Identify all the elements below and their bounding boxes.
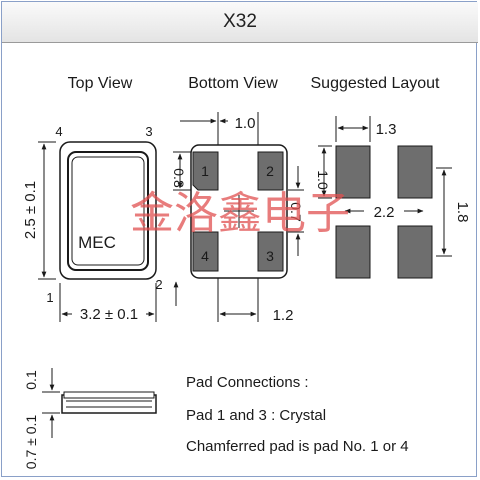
bottom-pad-2-label: 2 (266, 163, 274, 179)
bottom-pad-3 (257, 231, 284, 272)
layout-gap-dim: 2.2 (374, 204, 395, 221)
top-view-marking: MEC (78, 233, 116, 252)
bottom-pitch-bottom-dim: 1.2 (273, 307, 294, 324)
bottom-pitch-top-dim: 1.0 (235, 115, 256, 132)
bottom-view-heading: Bottom View (188, 75, 278, 92)
layout-pad-top-left (335, 145, 371, 199)
bottom-view: 1 2 4 3 1.0 0.8 0.7 1.2 (171, 112, 304, 324)
pad-connections-line-2: Chamferred pad is pad No. 1 or 4 (186, 438, 409, 455)
layout-pad-bottom-left (335, 225, 371, 279)
suggested-layout: 1.3 1.0 2.2 1.8 (315, 116, 471, 279)
top-view-lid (67, 151, 149, 271)
top-pin-1: 1 (46, 290, 53, 305)
title-bar: X32 (2, 2, 478, 43)
top-view: MEC 4 3 1 2 2.5 ± 0.1 3.2 ± 0.1 (22, 124, 163, 324)
top-height-dim: 2.5 ± 0.1 (22, 181, 39, 239)
side-view: 0.1 0.7 ± 0.1 (23, 368, 157, 470)
bottom-pad-2 (257, 151, 284, 191)
top-view-heading: Top View (68, 75, 133, 92)
bottom-pad-4-label: 4 (201, 248, 209, 264)
bottom-pad-1-label: 1 (201, 163, 209, 179)
bottom-pad-gap-dim: 0.7 (288, 202, 304, 222)
side-thickness-top-dim: 0.1 (23, 370, 39, 390)
layout-pad-top-right (397, 145, 433, 199)
top-view-lid-inner (71, 156, 145, 266)
top-pin-3: 3 (145, 124, 152, 139)
side-thickness-dim: 0.7 ± 0.1 (23, 415, 39, 470)
side-view-lid (63, 391, 155, 399)
pad-connections-line-1: Pad 1 and 3 : Crystal (186, 407, 326, 424)
bottom-pad-4 (192, 231, 219, 272)
top-width-dim: 3.2 ± 0.1 (80, 306, 138, 323)
bottom-pad-1 (192, 151, 219, 191)
watermark-text: 金洛鑫电子 (130, 188, 350, 239)
layout-pad-bottom-right (397, 225, 433, 279)
suggested-layout-heading: Suggested Layout (311, 75, 441, 92)
diagram-title: X32 (223, 11, 257, 32)
pad-connections-heading: Pad Connections : (186, 374, 309, 391)
layout-span-dim: 1.8 (454, 202, 471, 223)
layout-pad-width-dim: 1.3 (376, 121, 397, 138)
top-pin-2: 2 (155, 277, 162, 292)
bottom-pad-height-dim: 0.8 (171, 168, 187, 188)
bottom-pad-3-label: 3 (266, 248, 274, 264)
top-pin-4: 4 (55, 124, 62, 139)
layout-pad-length-dim: 1.0 (315, 170, 331, 190)
